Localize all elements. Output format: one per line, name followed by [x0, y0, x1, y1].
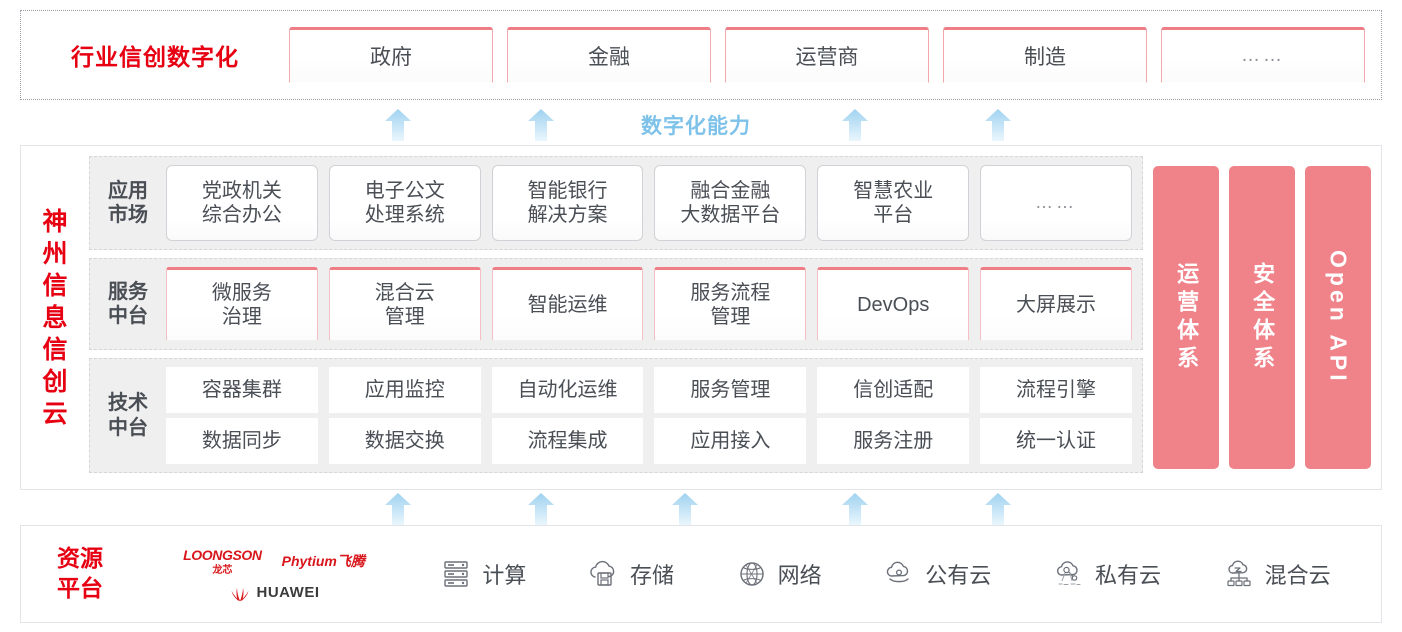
resource-item-storage[interactable]: 存储 [587, 557, 674, 591]
industry-card-government[interactable]: 政府 [289, 27, 493, 83]
tech-box-container-cluster[interactable]: 容器集群 [166, 367, 318, 413]
tech-box-xinchuang-adaptation[interactable]: 信创适配 [817, 367, 970, 413]
tier-service-platform: 服务 中台 微服务治理 混合云管理 智能运维 [89, 258, 1143, 350]
industry-card-carrier[interactable]: 运营商 [725, 27, 929, 83]
tech-row-1: 容器集群 应用监控 自动化运维 服务管理 信创适配 流程引擎 [166, 367, 1132, 413]
tier-app-market: 应用 市场 党政机关综合办公 电子公文处理系统 智能银行解决方案 [89, 156, 1143, 250]
up-arrow-icon [375, 492, 421, 526]
huawei-logo: HUAWEI [229, 584, 320, 602]
cloud-title-char: 州 [42, 239, 68, 268]
up-arrow-icon [832, 108, 878, 142]
huawei-flower-icon [231, 587, 248, 601]
up-arrow-icon [375, 108, 421, 142]
tier-tech-platform: 技术 中台 容器集群 应用监控 自动化运维 服务管理 信创适配 流程引擎 [89, 358, 1143, 473]
vendor-logo-group: LOONGSON 龙芯 Phytium飞腾 HUAWEI [139, 547, 409, 602]
tech-box-automated-ops[interactable]: 自动化运维 [491, 367, 644, 413]
tech-box-process-engine[interactable]: 流程引擎 [980, 367, 1132, 413]
tech-box-data-sync[interactable]: 数据同步 [166, 418, 318, 464]
pillar-security[interactable]: 安全体系 [1229, 166, 1295, 469]
svc-box-microservice-governance[interactable]: 微服务治理 [166, 267, 318, 341]
resource-item-hybrid-cloud[interactable]: 混合云 [1222, 557, 1331, 591]
up-arrow-icon [832, 492, 878, 526]
hybrid-cloud-icon [1226, 560, 1251, 587]
loongson-logo: LOONGSON 龙芯 [183, 546, 262, 576]
industry-card-more[interactable]: …… [1161, 27, 1365, 83]
network-globe-icon [739, 562, 764, 586]
resource-item-private-cloud[interactable]: 私有云 [1052, 557, 1161, 591]
svc-box-service-process-management[interactable]: 服务流程管理 [654, 267, 807, 341]
vendor-logo-row-2: HUAWEI [229, 584, 320, 602]
app-box-fintech-bigdata-platform[interactable]: 融合金融大数据平台 [654, 165, 807, 241]
tier-item-list: 微服务治理 混合云管理 智能运维 服务流程管理 DevOps [166, 267, 1132, 341]
industry-card-finance[interactable]: 金融 [507, 27, 711, 83]
up-arrow-icon [518, 492, 564, 526]
tech-box-app-access[interactable]: 应用接入 [654, 418, 807, 464]
svc-box-intelligent-ops[interactable]: 智能运维 [491, 267, 644, 341]
capability-label: 数字化能力 [641, 115, 751, 138]
cloud-platform-card: 神 州 信 息 信 创 云 应用 市场 党政机关综合办公 [20, 145, 1382, 490]
cloud-title-char: 创 [42, 367, 68, 396]
resource-item-label: 公有云 [925, 563, 992, 588]
cloud-title-char: 信 [42, 271, 68, 300]
app-box-party-gov-office[interactable]: 党政机关综合办公 [166, 165, 318, 241]
tech-box-app-monitoring[interactable]: 应用监控 [328, 367, 481, 413]
cloud-title-char: 神 [42, 207, 68, 236]
resource-platform-title: 资源 平台 [57, 545, 103, 601]
tier-item-list: 党政机关综合办公 电子公文处理系统 智能银行解决方案 融合金融大数据平台 智慧农 [166, 165, 1132, 241]
cloud-title-char: 云 [42, 399, 68, 428]
resource-item-list: 计算 存储 网络 [409, 557, 1381, 591]
tier-label-app-market: 应用 市场 [108, 179, 148, 226]
capability-arrow-row: 数字化能力 [0, 104, 1402, 144]
app-box-more[interactable]: …… [980, 165, 1132, 241]
tech-box-service-management[interactable]: 服务管理 [654, 367, 807, 413]
pillar-operations[interactable]: 运营体系 [1153, 166, 1219, 469]
app-box-smart-bank-solution[interactable]: 智能银行解决方案 [491, 165, 644, 241]
resource-item-label: 私有云 [1094, 563, 1161, 588]
app-box-smart-agriculture-platform[interactable]: 智慧农业平台 [817, 165, 970, 241]
vendor-logo-row-1: LOONGSON 龙芯 Phytium飞腾 [183, 547, 365, 576]
tech-box-process-integration[interactable]: 流程集成 [491, 418, 644, 464]
cloud-title-char: 信 [42, 335, 68, 364]
tier-label-service-platform: 服务 中台 [108, 280, 148, 327]
up-arrow-icon [518, 108, 564, 142]
resource-platform-band: 资源 平台 LOONGSON 龙芯 Phytium飞腾 [20, 525, 1382, 623]
cloud-storage-icon [590, 560, 615, 586]
resource-item-public-cloud[interactable]: 公有云 [882, 557, 991, 591]
industry-band: 行业信创数字化 政府 金融 运营商 制造 …… [20, 10, 1382, 100]
pillar-open-api[interactable]: Open API [1305, 166, 1371, 469]
pillar-group: 运营体系 安全体系 Open API [1153, 156, 1371, 479]
phytium-logo: Phytium飞腾 [281, 553, 365, 569]
resource-item-label: 存储 [629, 563, 674, 588]
app-box-e-document-system[interactable]: 电子公文处理系统 [328, 165, 481, 241]
cloud-title-char: 息 [42, 303, 68, 332]
private-cloud-icon [1056, 561, 1081, 586]
public-cloud-icon [887, 561, 909, 583]
resource-item-label: 网络 [777, 563, 822, 588]
svc-box-devops[interactable]: DevOps [817, 267, 970, 341]
tech-row-2: 数据同步 数据交换 流程集成 应用接入 服务注册 统一认证 [166, 418, 1132, 464]
server-rack-icon [444, 561, 469, 587]
resource-item-label: 计算 [482, 563, 527, 588]
up-arrow-icon [975, 108, 1021, 142]
tier-item-grid: 容器集群 应用监控 自动化运维 服务管理 信创适配 流程引擎 数据同步 数据交换… [166, 367, 1132, 464]
svc-box-hybrid-cloud-management[interactable]: 混合云管理 [328, 267, 481, 341]
tech-box-service-registry[interactable]: 服务注册 [817, 418, 970, 464]
svc-box-big-screen-display[interactable]: 大屏展示 [980, 267, 1132, 341]
tier-label-tech-platform: 技术 中台 [108, 392, 148, 439]
resource-item-compute[interactable]: 计算 [439, 557, 526, 591]
cloud-platform-title: 神 州 信 息 信 创 云 [21, 146, 89, 489]
resource-item-label: 混合云 [1264, 563, 1331, 588]
cloud-tier-stack: 应用 市场 党政机关综合办公 电子公文处理系统 智能银行解决方案 [89, 146, 1381, 489]
cloud-tier-rows: 应用 市场 党政机关综合办公 电子公文处理系统 智能银行解决方案 [89, 156, 1143, 479]
industry-card-list: 政府 金融 运营商 制造 …… [289, 27, 1381, 83]
up-arrow-icon [662, 492, 708, 526]
up-arrow-icon [975, 492, 1021, 526]
resource-item-network[interactable]: 网络 [735, 557, 822, 591]
resource-arrow-row [0, 492, 1402, 528]
tech-box-unified-auth[interactable]: 统一认证 [980, 418, 1132, 464]
tech-box-data-exchange[interactable]: 数据交换 [328, 418, 481, 464]
industry-band-title: 行业信创数字化 [71, 44, 239, 70]
industry-card-manufacturing[interactable]: 制造 [943, 27, 1147, 83]
